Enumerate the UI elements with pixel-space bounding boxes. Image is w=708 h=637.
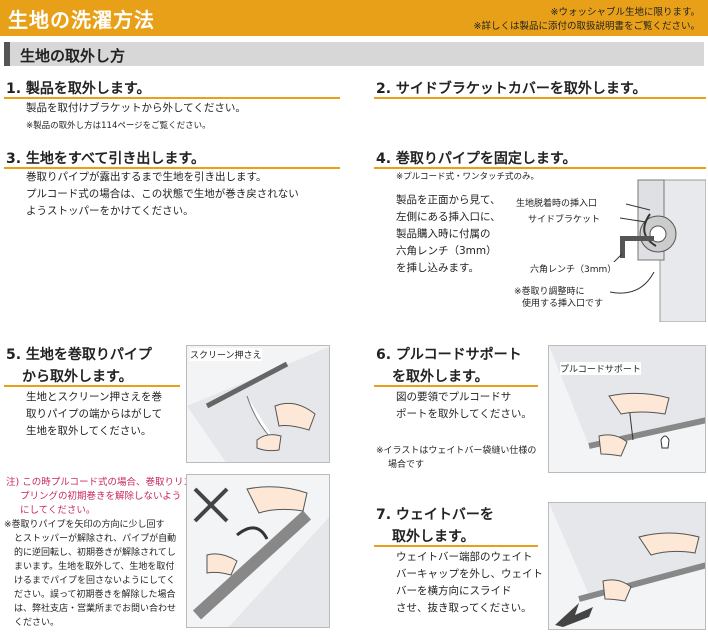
step-4-title: 4. 巻取りパイプを固定します。 — [376, 151, 577, 167]
step-4-text-2: 左側にある挿入口に、 — [396, 211, 501, 223]
step-3-title: 3. 生地をすべて引き出します。 — [6, 151, 205, 167]
header-note-1: ※ウォッシャブル生地に限ります。 — [550, 7, 700, 18]
label-pullcord-support: プルコードサポート — [560, 362, 641, 375]
step-4-illustration — [510, 174, 706, 322]
step-2-title: 2. サイドブラケットカバーを取外します。 — [376, 81, 647, 97]
step-3-text-1: 巻取りパイプが露出するまで生地を引き出します。 — [26, 171, 267, 183]
step-4-note: ※プルコード式・ワンタッチ式のみ。 — [396, 172, 539, 182]
step-7-text-2: バーキャップを外し、ウェイト — [396, 568, 543, 580]
step-6-title-1: 6. プルコードサポート — [376, 347, 522, 363]
step-5-title-1: 5. 生地を巻取りパイプ — [6, 347, 152, 363]
step-5-underline — [4, 385, 180, 387]
step-5-note-5: けるまでパイプを回さないようにしてく — [14, 576, 176, 586]
step-1-note: ※製品の取外し方は114ページをご覧ください。 — [26, 121, 211, 131]
label-insert-removal: 生地脱着時の挿入口 — [516, 196, 598, 209]
step-5-text-1: 生地とスクリーン押さえを巻 — [26, 391, 162, 403]
step-5-warning-2: プリングの初期巻きを解除しないよう — [20, 491, 182, 502]
step-4-text-4: 六角レンチ（3mm） — [396, 245, 497, 257]
step-5-title-2: から取外します。 — [22, 369, 133, 385]
page-title: 生地の洗濯方法 — [8, 8, 155, 32]
step-5-note-1: ※巻取りパイプを矢印の方向に少し回す — [4, 520, 165, 530]
step-6-note-1: ※イラストはウェイトバー袋縫い仕様の — [376, 446, 537, 456]
step-2-underline — [374, 97, 706, 99]
step-5-text-2: 取りパイプの端からはがして — [26, 408, 163, 420]
step-7-text-1: ウェイトバー端部のウェイト — [396, 551, 533, 563]
step-5-note-4: まいます。生地を取外して、生地を取付 — [14, 562, 175, 572]
step-5-note-3: 的に逆回転し、初期巻きが解除されてし — [14, 548, 176, 558]
step-5-note-8: ください。 — [14, 618, 60, 628]
step-6-text-1: 図の要領でプルコードサ — [396, 391, 512, 403]
step-7-illustration — [548, 502, 706, 630]
step-6-underline — [374, 385, 538, 387]
step-4-underline — [374, 167, 706, 169]
label-insert-adjust-2: 使用する挿入口です — [522, 299, 604, 309]
step-7-underline — [374, 545, 538, 547]
step-5-text-3: 生地を取外してください。 — [26, 425, 152, 437]
step-6-text-2: ポートを取外してください。 — [396, 408, 532, 420]
step-7-title-1: 7. ウェイトバーを — [376, 507, 494, 523]
step-5-note-7: は、弊社支店・営業所までお問い合わせ — [14, 604, 177, 614]
label-side-bracket: サイドブラケット — [528, 212, 601, 225]
step-5-note-6: ださい。誤って初期巻きを解除した場合 — [14, 590, 176, 600]
step-5-illustration-top — [186, 345, 330, 463]
header-note-2: ※詳しくは製品に添付の取扱説明書をご覧ください。 — [473, 21, 700, 32]
step-7-text-3: バーを横方向にスライド — [396, 585, 512, 597]
step-7-text-4: させ、抜き取ってください。 — [396, 602, 532, 614]
step-3-underline — [4, 167, 340, 169]
step-5-illustration-bottom — [186, 474, 330, 628]
step-4-text-3: 製品購入時に付属の — [396, 228, 491, 240]
label-insert-adjust-1: ※巻取り調整時に — [514, 287, 585, 297]
step-1-title: 1. 製品を取外します。 — [6, 81, 151, 97]
step-3-text-2: プルコード式の場合は、この状態で生地が巻き戻されない — [26, 188, 299, 200]
step-6-note-2: 場合です — [388, 460, 425, 470]
section-heading-bar — [4, 42, 704, 66]
step-1-underline — [4, 97, 340, 99]
step-4-text-1: 製品を正面から見て、 — [396, 194, 501, 206]
step-3-text-3: ようストッパーをかけてください。 — [26, 205, 194, 217]
step-7-title-2: 取外します。 — [392, 529, 475, 545]
step-5-warning-1: 注) この時プルコード式の場合、巻取りリス — [6, 477, 194, 488]
step-5-warning-3: にしてください。 — [20, 505, 96, 516]
section-title: 生地の取外し方 — [20, 47, 126, 65]
label-hex-wrench: 六角レンチ（3mm） — [530, 262, 617, 275]
step-6-title-2: を取外します。 — [392, 369, 489, 385]
step-5-note-2: とストッパーが解除され、パイプが自動 — [14, 534, 177, 544]
step-1-text: 製品を取付けブラケットから外してください。 — [26, 102, 246, 114]
step-4-text-5: を挿し込みます。 — [396, 262, 479, 274]
header-bar — [0, 0, 708, 36]
label-screen-holder: スクリーン押さえ — [190, 348, 262, 361]
